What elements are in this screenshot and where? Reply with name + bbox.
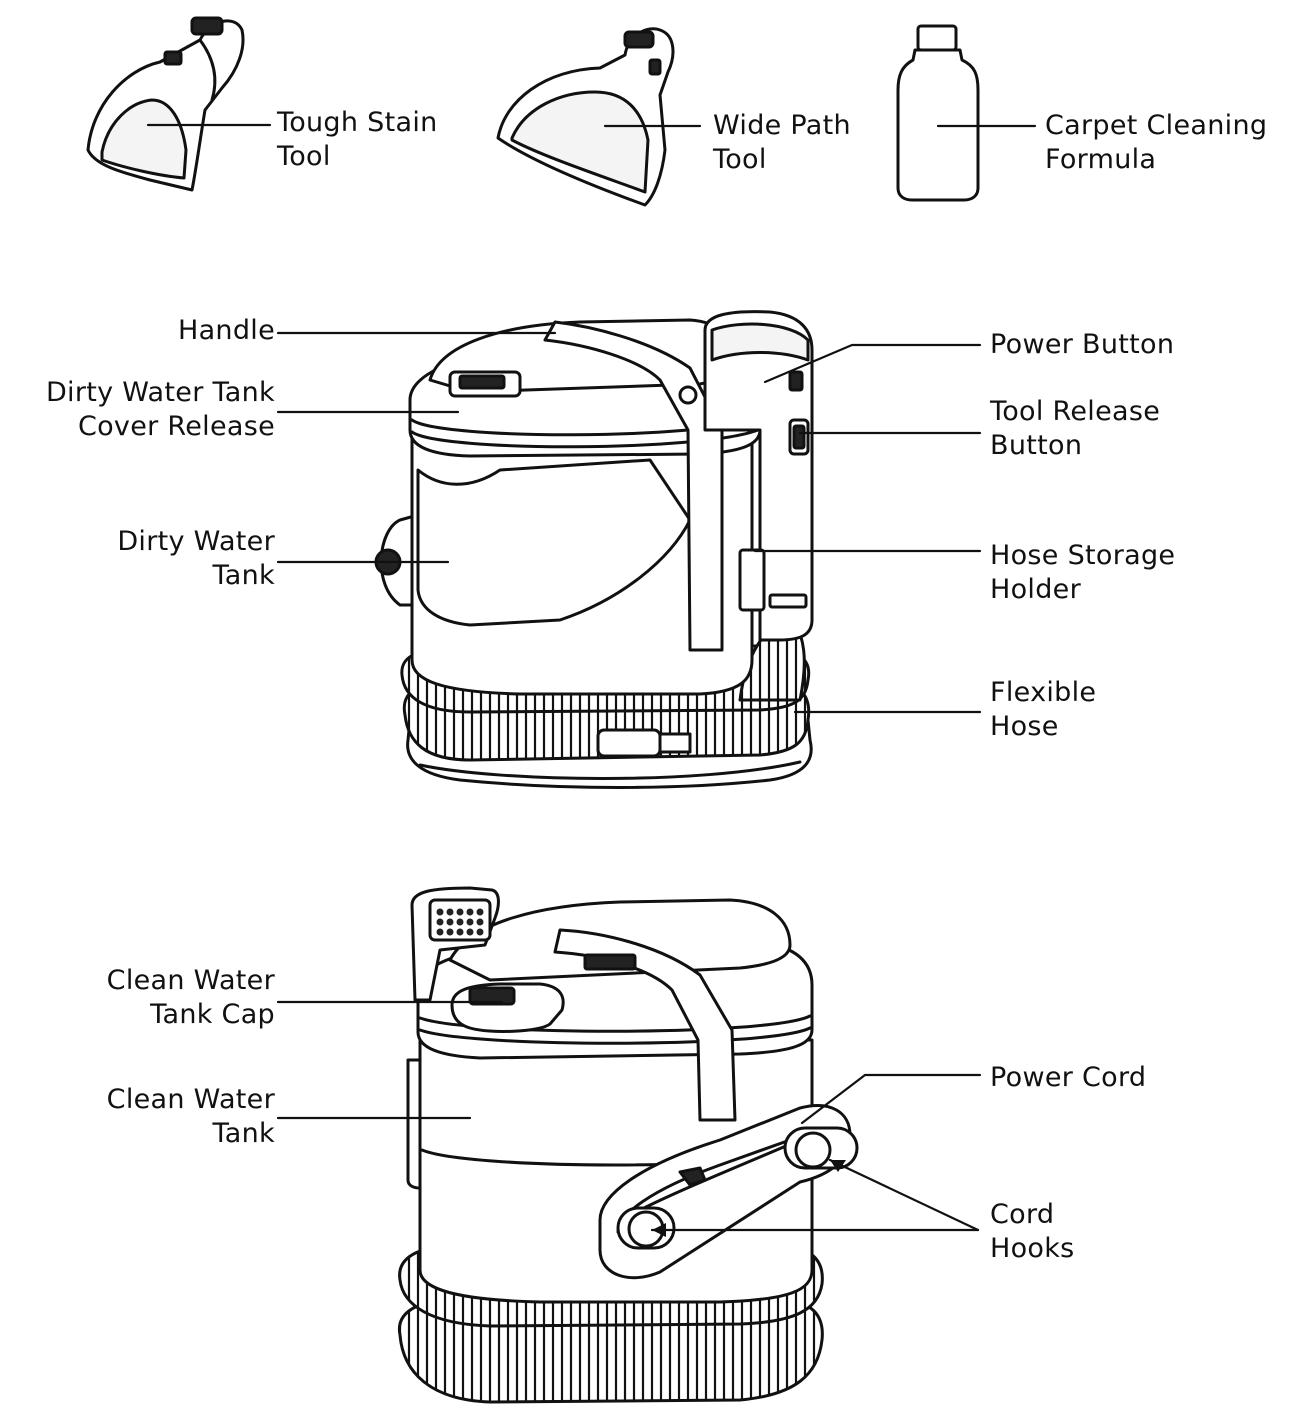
label-cord-hooks: Cord Hooks: [990, 1199, 1075, 1264]
label-power-button: Power Button: [990, 329, 1175, 360]
label-flexible-hose: Flexible Hose: [990, 677, 1097, 742]
rear-view-unit-illustration: [397, 886, 859, 1404]
tough-stain-tool-illustration: [86, 16, 245, 192]
leader-lines: [146, 123, 1037, 1232]
leader-cord-hooks-upper: [828, 1158, 980, 1232]
label-dirty-water-tank-cover-release: Dirty Water Tank Cover Release: [45, 377, 275, 442]
label-clean-water-tank: Clean Water Tank: [106, 1084, 275, 1149]
label-hose-storage-holder: Hose Storage Holder: [990, 540, 1176, 605]
front-view-unit-illustration: [374, 310, 814, 789]
label-power-cord: Power Cord: [990, 1062, 1147, 1093]
leader-power-cord: [800, 1073, 982, 1125]
label-carpet-cleaning-formula: Carpet Cleaning Formula: [1045, 110, 1268, 175]
carpet-cleaning-formula-illustration: [896, 24, 980, 202]
label-wide-path-tool: Wide Path Tool: [713, 110, 851, 175]
label-dirty-water-tank: Dirty Water Tank: [117, 526, 275, 591]
label-handle: Handle: [177, 315, 275, 346]
label-tool-release-button: Tool Release Button: [990, 396, 1161, 461]
label-clean-water-tank-cap: Clean Water Tank Cap: [106, 965, 275, 1030]
cord-hooks-arrowheads: [652, 1160, 846, 1237]
leader-power-button: [763, 343, 982, 384]
label-tough-stain-tool: Tough Stain Tool: [277, 107, 438, 172]
wide-path-tool-illustration: [496, 27, 675, 207]
